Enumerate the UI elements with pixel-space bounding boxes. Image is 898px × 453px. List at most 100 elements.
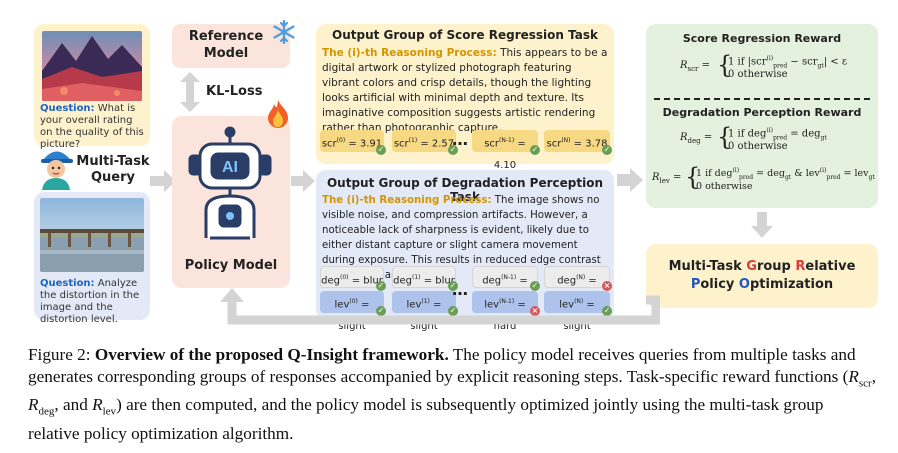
- reference-model-label: Reference Model: [178, 28, 274, 62]
- caption-r-scr: scr: [858, 377, 872, 390]
- check-icon: ✓: [448, 281, 458, 291]
- deg-chip-3: deg(N) = dark: [544, 266, 610, 308]
- caption-text2: ) are then computed, and the policy mode…: [28, 395, 824, 443]
- deg-case1-pred: pred: [772, 134, 788, 142]
- rewards-to-grpo-arrow: [751, 212, 773, 242]
- top-question: Question: What is your overall rating on…: [40, 103, 148, 151]
- lev-chip-value: = slight: [563, 299, 595, 333]
- reward-panel: [646, 24, 878, 208]
- reward-divider: [654, 98, 870, 100]
- grpo-l1-p4: elative: [805, 259, 856, 274]
- lev-chip-sup: (N-1): [499, 298, 515, 305]
- grpo-l2-p3: ptimization: [749, 277, 834, 292]
- score-reasoning: The (i)-th Reasoning Process: This appea…: [322, 46, 610, 136]
- lev-chip-base: lev: [406, 299, 422, 311]
- score-chip-sup: (1): [408, 137, 418, 144]
- caption-r-lev: lev: [102, 405, 117, 418]
- reference-model-box: [172, 24, 290, 68]
- ai-robot-icon: AI: [186, 126, 274, 246]
- lev-reward-formula: Rlev = { 1 if deg(i)pred = deggt & lev(i…: [652, 163, 875, 192]
- check-icon: ✓: [448, 145, 458, 155]
- score-chip-value: = 2.57: [417, 138, 455, 150]
- score-chip-2: scr(N-1) = 4.10: [472, 130, 538, 171]
- lev-case2: 0 otherwise: [696, 181, 753, 192]
- score-case1-rest: − scr: [787, 56, 818, 68]
- deg-chip-value: = blur: [420, 275, 455, 287]
- score-reward-title: Score Regression Reward: [682, 32, 842, 45]
- kl-loss-label: KL-Loss: [206, 84, 263, 99]
- top-question-label: Question:: [40, 103, 95, 114]
- policy-to-groups-arrow: [291, 170, 315, 196]
- grpo-l1-p3: R: [795, 259, 806, 274]
- check-icon: ✓: [530, 281, 540, 291]
- cross-icon: ×: [602, 281, 612, 291]
- score-r-sub: scr: [687, 65, 699, 73]
- grpo-line2: Policy Optimization: [646, 276, 878, 294]
- check-icon: ✓: [530, 145, 540, 155]
- user-avatar-icon: [38, 146, 74, 190]
- score-case1-tail: | < ε: [823, 56, 848, 68]
- lev-r-sub: lev: [659, 177, 670, 185]
- lev-chip-sup: (0): [349, 298, 358, 305]
- grpo-l1-p2: roup: [756, 259, 796, 274]
- degradation-group-title: Output Group of Degradation Perception T…: [326, 176, 604, 204]
- grpo-l2-p0: P: [690, 277, 701, 292]
- degradation-ellipsis: …: [452, 280, 468, 299]
- score-reward-formula: Rscr = { 1 if |scr(i)pred − scrgt| < ε 0…: [680, 51, 848, 80]
- deg-chip-2: deg(N-1) = blur: [472, 266, 538, 308]
- score-chip-0: scr(0) = 3.91: [320, 130, 384, 152]
- lev-case1-end: = lev: [840, 168, 869, 180]
- deg-chip-base: deg: [482, 275, 502, 287]
- lev-case1-sup: (i): [732, 167, 740, 174]
- deg-chip-base: deg: [393, 275, 413, 287]
- lev-chip-3: lev(N) = slight: [544, 291, 610, 332]
- lev-chip-value: = hard: [493, 299, 526, 333]
- deg-reward-formula: Rdeg = { 1 if deg(i)pred = deggt 0 other…: [680, 123, 827, 152]
- grpo-l2-p1: olicy: [700, 277, 739, 292]
- lev-case1-gt1: gt: [784, 174, 792, 182]
- score-chip-base: scr: [321, 138, 337, 150]
- lev-r-symbol: R: [652, 172, 660, 183]
- lev-chip-2: lev(N-1) = hard: [472, 291, 538, 332]
- reference-model-line1: Reference: [188, 29, 264, 44]
- grpo-l2-p2: O: [738, 277, 750, 292]
- deg-chip-base: deg: [321, 275, 341, 287]
- score-chip-value: = 3.91: [345, 138, 383, 150]
- lev-case1-sup2: (i): [819, 167, 827, 174]
- multi-task-line1: Multi-Task: [76, 154, 150, 169]
- caption-prefix: Figure 2:: [28, 345, 95, 364]
- score-chip-3: scr(N) = 3.78: [544, 130, 610, 152]
- deg-chip-base: deg: [557, 275, 577, 287]
- lev-chip-sup: (N): [574, 298, 584, 305]
- check-icon: ✓: [602, 306, 612, 316]
- score-r-symbol: R: [680, 60, 688, 71]
- lev-chip-base: lev: [334, 299, 350, 311]
- feedback-loop-arrow: [220, 286, 661, 332]
- top-question-text: What is your overall rating on the quali…: [40, 103, 144, 150]
- deg-chip-sup: (N): [576, 274, 586, 281]
- lev-chip-0: lev(0) = slight: [320, 291, 384, 332]
- lev-chip-base: lev: [559, 299, 575, 311]
- lev-chip-1: lev(1) = slight: [392, 291, 456, 332]
- score-ellipsis: …: [452, 130, 468, 149]
- deg-chip-value: = blur: [348, 275, 383, 287]
- grpo-line1: Multi-Task Group Relative: [646, 258, 878, 276]
- svg-text:AI: AI: [222, 159, 238, 176]
- score-case1-gt: gt: [817, 62, 824, 70]
- grpo-box: [646, 244, 878, 308]
- score-case1: 1 if |scr: [728, 56, 767, 68]
- multi-task-query-label: Multi-Task Query: [76, 154, 150, 186]
- deg-r-symbol: R: [680, 132, 688, 143]
- grpo-l1-p1: G: [746, 259, 757, 274]
- lev-case1-gt2: gt: [868, 174, 875, 182]
- groups-to-rewards-arrow: [617, 168, 643, 196]
- fantasy-landscape-image: [42, 31, 142, 101]
- score-case1-sup: (i): [766, 55, 774, 62]
- kl-loss-arrow: [180, 72, 200, 116]
- bottom-question: Question: Analyze the distortion in the …: [40, 278, 148, 326]
- lev-chip-base: lev: [484, 299, 500, 311]
- score-chip-sup: (0): [336, 137, 346, 144]
- grpo-l1-p0: Multi-Task: [668, 259, 747, 274]
- lev-chip-value: = slight: [338, 299, 370, 333]
- score-chip-value: = 4.10: [493, 138, 526, 172]
